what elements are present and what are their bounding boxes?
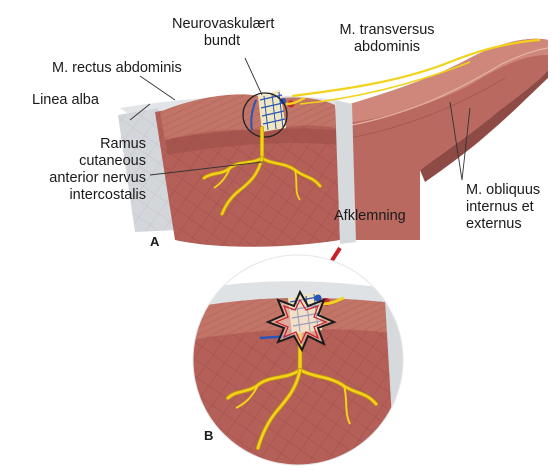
- label-transversus: M. transversus abdominis: [322, 22, 452, 56]
- label-ramus-line4: intercostalis: [0, 187, 146, 204]
- label-obliquus-line1: M. obliquus: [466, 182, 540, 199]
- label-ramus: Ramus cutaneous anterior nervus intercos…: [0, 136, 146, 204]
- label-ramus-line1: Ramus: [0, 136, 146, 153]
- label-ramus-line3: anterior nervus: [0, 170, 146, 187]
- label-obliquus: M. obliquus internus et externus: [466, 182, 540, 233]
- label-obliquus-line3: externus: [466, 216, 540, 233]
- label-neurovascular-line2: bundt: [172, 33, 272, 50]
- label-transversus-line1: M. transversus: [322, 22, 452, 39]
- label-transversus-line2: abdominis: [322, 39, 452, 56]
- label-neurovascular-bundle: Neurovaskulært bundt: [172, 16, 272, 50]
- label-obliquus-line2: internus et: [466, 199, 540, 216]
- label-linea-alba: Linea alba: [32, 92, 99, 109]
- panel-label-a: A: [150, 234, 159, 249]
- label-afklemning: Afklemning: [334, 208, 406, 225]
- label-rectus: M. rectus abdominis: [52, 60, 182, 77]
- panel-b-illustration: [190, 250, 410, 470]
- label-ramus-line2: cutaneous: [0, 153, 146, 170]
- label-neurovascular-line1: Neurovaskulært: [172, 16, 272, 33]
- panel-label-b: B: [204, 428, 213, 443]
